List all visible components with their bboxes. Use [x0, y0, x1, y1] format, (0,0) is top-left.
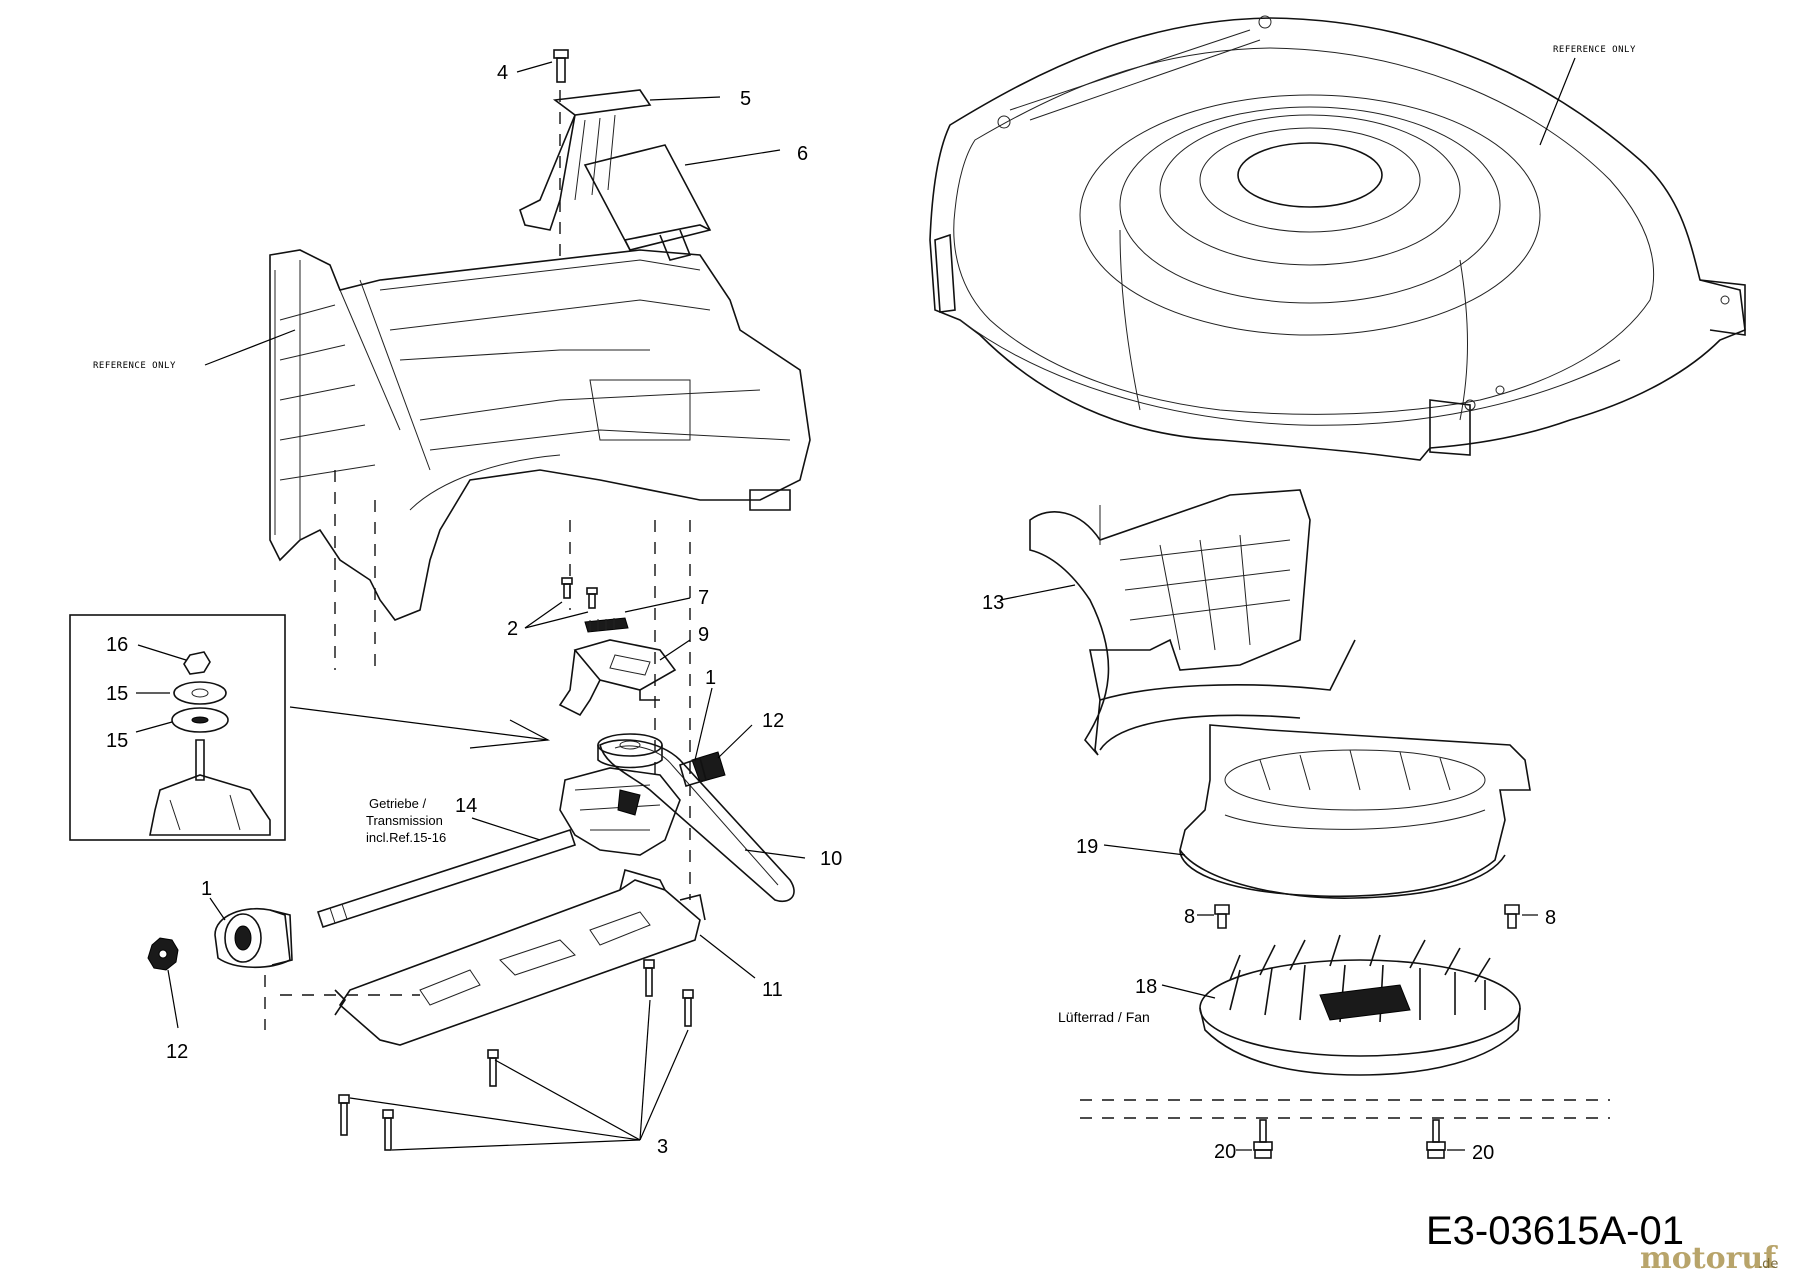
- transmission-note-line2: Transmission: [366, 813, 443, 828]
- label-11: 11: [762, 979, 783, 1001]
- transmission-note-line1: Getriebe /: [369, 796, 426, 811]
- label-7: 7: [698, 587, 709, 609]
- screws-2: [561, 577, 598, 609]
- label-14: 14: [455, 795, 477, 817]
- label-8-left: 8: [1184, 906, 1195, 928]
- drive-gear-upper: [679, 751, 726, 787]
- label-1-upper: 1: [705, 667, 716, 689]
- label-15-lower: 15: [106, 730, 128, 752]
- label-9: 9: [698, 624, 709, 646]
- label-16: 16: [106, 634, 128, 656]
- label-18: 18: [1135, 976, 1157, 998]
- transmission: [559, 733, 681, 856]
- cover-5: [519, 89, 652, 231]
- drawing-code: E3-03615A-01: [1426, 1209, 1684, 1253]
- label-20-right: 20: [1472, 1142, 1494, 1164]
- bracket-9: [558, 639, 677, 717]
- mower-deck: [929, 15, 1746, 461]
- screw-4: [553, 49, 569, 83]
- bolts-3: [338, 959, 694, 1151]
- axle-14: [316, 828, 577, 929]
- fan-housing-19: [1179, 724, 1531, 899]
- deflector-13: [1029, 489, 1356, 756]
- detail-inset: [69, 614, 286, 841]
- reference-note-left: REFERENCE ONLY: [93, 361, 176, 371]
- fan-note: Lüfterrad / Fan: [1058, 1009, 1150, 1025]
- label-10: 10: [820, 848, 842, 870]
- watermark-logo: motoruf .de: [1640, 1241, 1778, 1276]
- label-13: 13: [982, 592, 1004, 614]
- label-3: 3: [657, 1136, 668, 1158]
- transmission-note-line3: incl.Ref.15-16: [366, 830, 446, 845]
- pinion-12: [147, 937, 179, 971]
- label-8-right: 8: [1545, 907, 1556, 929]
- label-12-upper: 12: [762, 710, 784, 732]
- label-5: 5: [740, 88, 751, 110]
- label-1-lower: 1: [201, 878, 212, 900]
- watermark-text: motoruf: [1640, 1241, 1778, 1272]
- bolts-20: [1253, 1119, 1446, 1159]
- watermark-suffix: .de: [1758, 1257, 1778, 1272]
- belt-10: [599, 739, 795, 902]
- bracket-plate-11: [334, 869, 706, 1046]
- screws-8: [1214, 904, 1520, 929]
- reference-note-right: REFERENCE ONLY: [1553, 45, 1636, 55]
- bracket-6: [583, 144, 712, 261]
- label-2: 2: [507, 618, 518, 640]
- label-12-lower: 12: [166, 1041, 188, 1063]
- label-19: 19: [1076, 836, 1098, 858]
- rear-housing: [269, 249, 811, 621]
- wheel-hub-1: [214, 908, 293, 969]
- label-15-upper: 15: [106, 683, 128, 705]
- label-4: 4: [497, 62, 508, 84]
- spring-7: [584, 617, 629, 633]
- fan-18: [1199, 934, 1521, 1076]
- label-6: 6: [797, 143, 808, 165]
- label-20-left: 20: [1214, 1141, 1236, 1163]
